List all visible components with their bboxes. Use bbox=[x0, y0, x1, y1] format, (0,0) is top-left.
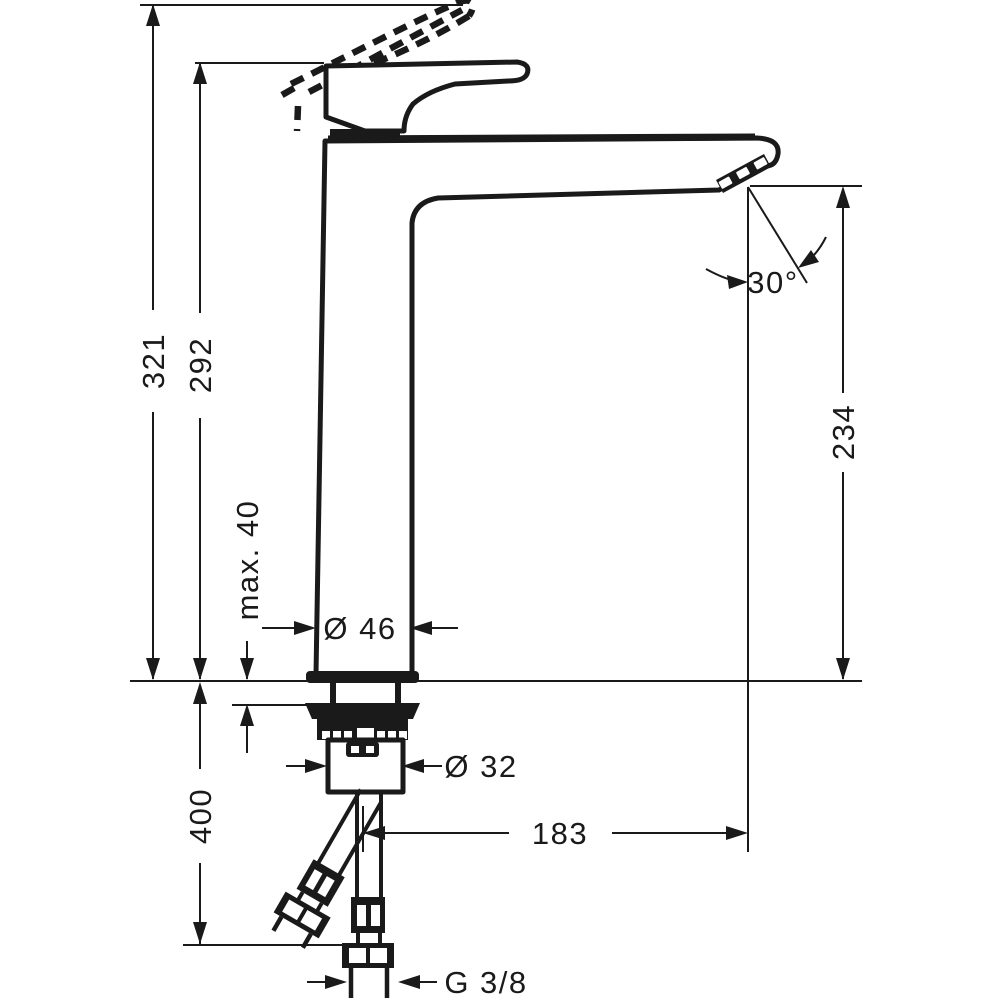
nut-slot bbox=[322, 731, 330, 739]
extension-lines bbox=[130, 4, 862, 946]
hose-neck-left bbox=[296, 891, 305, 901]
raised-handle-upper-edge bbox=[289, 0, 459, 87]
dim-spout-height: 234 bbox=[826, 186, 861, 680]
arrowhead-left bbox=[402, 759, 424, 773]
crimp-window bbox=[317, 876, 335, 898]
body-and-spout-outline bbox=[313, 135, 781, 677]
hose-neck-right bbox=[315, 902, 324, 912]
dim-label-292: 292 bbox=[183, 337, 218, 393]
arrowhead-up bbox=[193, 682, 207, 704]
dim-label-30deg: 30° bbox=[747, 265, 798, 300]
arrowhead-up bbox=[240, 704, 254, 726]
hose-crimp-fitting bbox=[296, 859, 345, 907]
nut-window bbox=[370, 948, 387, 963]
nut-window bbox=[349, 948, 366, 963]
nut-window bbox=[282, 899, 304, 921]
dim-connection-thread: G 3/8 bbox=[307, 965, 527, 1000]
arrowhead-right bbox=[325, 975, 347, 989]
thread-pipe-right bbox=[300, 932, 313, 949]
aerator-slot bbox=[736, 166, 750, 180]
dim-label-dia32: Ø 32 bbox=[444, 749, 517, 784]
dim-body-diameter: Ø 46 bbox=[262, 611, 458, 646]
arrowhead-down bbox=[146, 658, 160, 680]
hose-wall-right bbox=[336, 800, 384, 877]
arrowhead-down bbox=[193, 922, 207, 944]
nut-slot bbox=[399, 731, 407, 739]
thread-pipe-left bbox=[271, 915, 284, 932]
clip-window bbox=[366, 746, 374, 753]
retaining-clip bbox=[346, 742, 379, 757]
dim-label-dia46: Ø 46 bbox=[323, 611, 396, 646]
dim-outlet-angle: 30° bbox=[705, 186, 827, 300]
dim-handle-height: 292 bbox=[183, 62, 218, 680]
nut-slot bbox=[377, 731, 385, 739]
raised-handle-pivot-dash-b bbox=[293, 105, 302, 132]
aerator-slot bbox=[718, 176, 733, 189]
dim-hose-length: 400 bbox=[183, 682, 218, 945]
arrowhead-down-left bbox=[798, 250, 819, 268]
nut-slot bbox=[344, 731, 352, 739]
arrowhead-up bbox=[193, 62, 207, 84]
arrowhead-left bbox=[363, 826, 385, 840]
base-flange bbox=[306, 671, 419, 683]
arrowhead-left bbox=[398, 975, 420, 989]
arrowhead-down bbox=[240, 658, 254, 680]
arrowhead-right bbox=[727, 275, 748, 289]
mounting-hardware bbox=[305, 671, 420, 795]
arrowhead-up bbox=[146, 4, 160, 26]
dim-spout-reach: 183 bbox=[363, 816, 748, 851]
dim-label-321: 321 bbox=[136, 333, 171, 389]
nut-window bbox=[300, 909, 323, 931]
mounting-washer bbox=[305, 703, 420, 719]
dim-total-height: 321 bbox=[136, 4, 171, 680]
dim-label-183: 183 bbox=[532, 816, 588, 851]
dim-shank-diameter: Ø 32 bbox=[286, 749, 517, 784]
arrowhead-down bbox=[193, 658, 207, 680]
arrowhead-right bbox=[305, 759, 327, 773]
aerator-slots bbox=[718, 157, 768, 189]
aerator-slot bbox=[753, 157, 768, 170]
handle-head-outline bbox=[323, 59, 531, 134]
dim-label-234: 234 bbox=[826, 404, 861, 460]
arrowhead-down bbox=[836, 658, 850, 680]
arrowhead-left bbox=[410, 621, 432, 635]
nut-slot bbox=[333, 731, 341, 739]
dim-label-max40: max. 40 bbox=[230, 500, 265, 621]
angle-reference-line bbox=[747, 186, 808, 284]
faucet-body bbox=[313, 59, 781, 677]
crimp-window bbox=[357, 905, 366, 926]
dim-label-g38: G 3/8 bbox=[444, 965, 527, 1000]
arrowhead-up bbox=[836, 186, 850, 208]
hose-wall-left bbox=[316, 788, 363, 865]
arrowhead-right bbox=[294, 621, 316, 635]
crimp-window bbox=[371, 905, 380, 926]
dim-label-400: 400 bbox=[183, 788, 218, 844]
arrowhead-right bbox=[726, 826, 748, 840]
raised-handle-pivot-dash-a bbox=[280, 84, 298, 98]
supply-hose-angled bbox=[271, 788, 384, 949]
clip-window bbox=[351, 746, 359, 753]
dim-max-mounting-thickness: max. 40 bbox=[230, 500, 265, 753]
nut-slot bbox=[388, 731, 396, 739]
crimp-window bbox=[305, 869, 323, 891]
raised-handle-tip bbox=[455, 0, 476, 18]
